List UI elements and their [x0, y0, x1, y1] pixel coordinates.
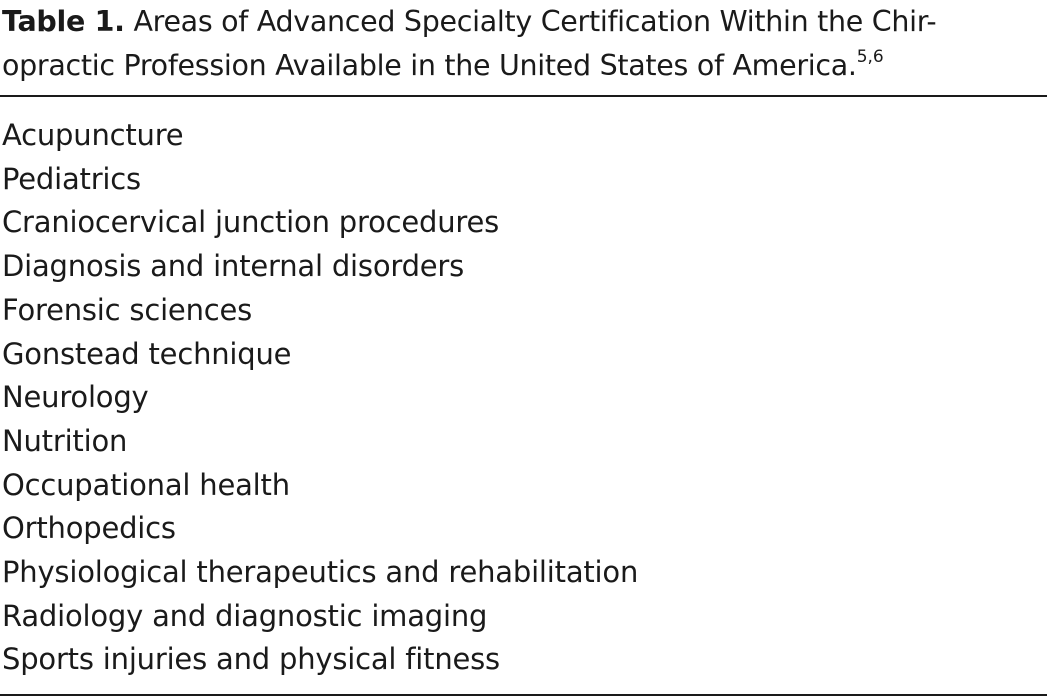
table-row: Radiology and diagnostic imaging — [2, 598, 488, 633]
table-row: Nutrition — [2, 423, 128, 458]
table-bottom-rule — [0, 694, 1047, 696]
table-row: Gonstead technique — [2, 336, 292, 371]
table-row: Forensic sciences — [2, 292, 253, 327]
table-row: Diagnosis and internal disorders — [2, 249, 465, 284]
table-row: Sports injuries and physical fitness — [2, 642, 500, 677]
table-label: Table 1. — [2, 5, 125, 38]
table-row: Orthopedics — [2, 511, 176, 546]
table-top-rule — [0, 95, 1047, 97]
table-row: Pediatrics — [2, 161, 141, 196]
table-caption: Table 1. Areas of Advanced Specialty Cer… — [2, 0, 1042, 88]
caption-text-2: opractic Profession Available in the Uni… — [2, 49, 857, 82]
table-body: Acupuncture Pediatrics Craniocervical ju… — [2, 114, 638, 682]
table-row: Acupuncture — [2, 118, 184, 152]
table-row: Craniocervical junction procedures — [2, 205, 500, 240]
table-row: Neurology — [2, 380, 149, 415]
caption-line-2: opractic Profession Available in the Uni… — [2, 44, 1042, 88]
table-row: Physiological therapeutics and rehabilit… — [2, 555, 639, 590]
table-row: Occupational health — [2, 467, 290, 502]
caption-references: 5,6 — [856, 47, 884, 67]
caption-line-1: Table 1. Areas of Advanced Specialty Cer… — [2, 0, 1042, 44]
caption-text-1: Areas of Advanced Specialty Certificatio… — [133, 5, 937, 38]
